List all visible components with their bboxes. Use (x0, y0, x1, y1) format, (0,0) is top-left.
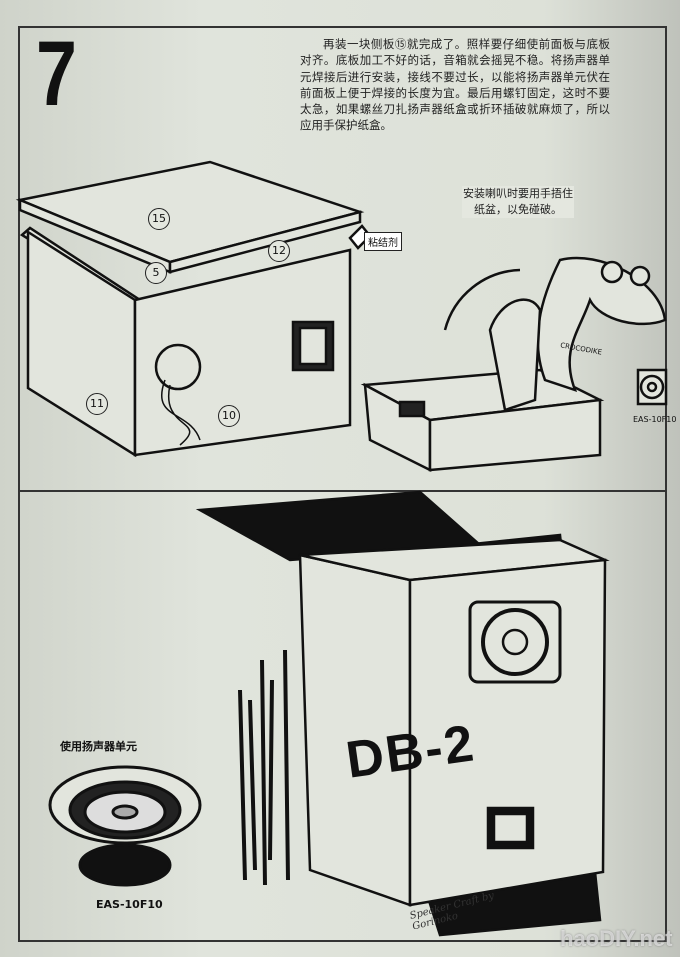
part-10-label: 10 (218, 405, 240, 427)
watermark: haoDIY.net (560, 926, 673, 951)
speaker-unit-model: EAS-10F10 (96, 898, 163, 911)
speaker-unit-drawing (48, 765, 202, 887)
db2-cabinet-drawing (195, 490, 610, 937)
part-12-label: 12 (268, 240, 290, 262)
panel-divider (18, 490, 665, 492)
page-frame (18, 26, 667, 942)
speaker-unit-title: 使用扬声器单元 (60, 740, 137, 753)
small-speaker-model: EAS-10F10 (633, 415, 677, 424)
caution-note: 安装喇叭时要用手捂住纸盆，以免碰破。 (462, 186, 574, 218)
part-11-label: 11 (86, 393, 108, 415)
part-15-label: 15 (148, 208, 170, 230)
part-5-label: 5 (145, 262, 167, 284)
instruction-text: 再装一块侧板⑮就完成了。照样要仔细使前面板与底板对齐。底板加工不好的话，音箱就会… (300, 37, 610, 133)
step-number: 7 (36, 23, 77, 125)
cabinet-assembly-drawing (15, 160, 372, 458)
installation-closeup-drawing (360, 256, 668, 473)
glue-label: 粘结剂 (364, 232, 402, 251)
